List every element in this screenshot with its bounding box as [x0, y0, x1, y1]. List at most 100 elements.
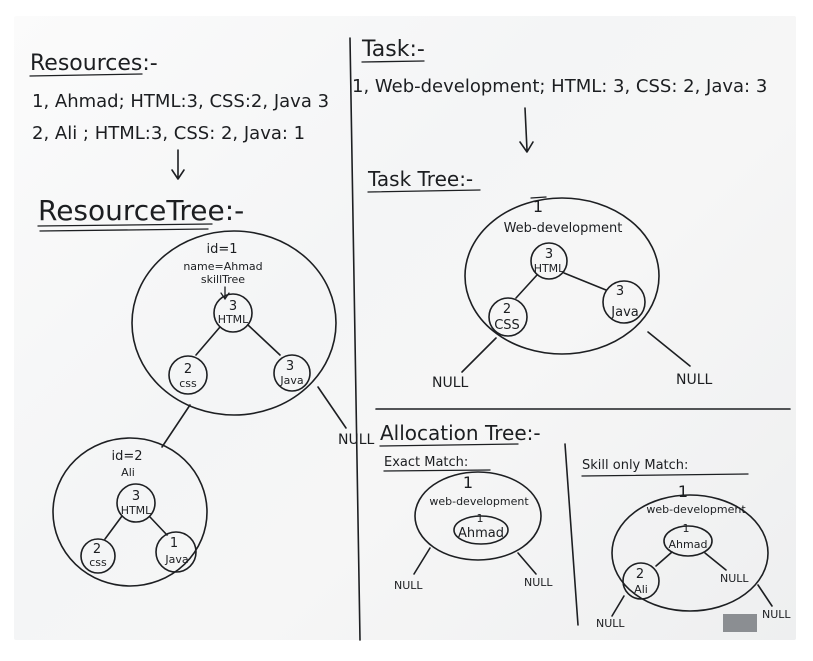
- skill-match-underline: [581, 473, 749, 477]
- task-tree-underline: [367, 189, 481, 193]
- ahmad-html-label: HTML: [218, 313, 249, 326]
- ahmad-css-node: [168, 355, 208, 395]
- resource-edge-ali: [161, 404, 191, 448]
- ali-html-node: [116, 483, 156, 523]
- skill-edge-null-mid: [704, 552, 727, 571]
- task-edge-java: [563, 272, 607, 291]
- ali-html-label: HTML: [121, 504, 152, 517]
- skill-match-name: web-development: [646, 503, 746, 516]
- task-css-num: 2: [503, 302, 511, 317]
- task-heading: Task:-: [361, 37, 425, 62]
- ali-css-num: 2: [93, 542, 101, 557]
- ahmad-java-node: [273, 354, 311, 392]
- skill-null-mid: NULL: [720, 572, 749, 585]
- allocation-underline: [379, 443, 519, 447]
- resource-edge-null: [317, 386, 347, 429]
- ali-html-num: 3: [132, 489, 140, 504]
- skill-null-right: NULL: [762, 608, 791, 621]
- exact-edge-null-left: [413, 547, 431, 575]
- resources-heading: Resources:-: [30, 51, 158, 76]
- task-java-node: [602, 280, 646, 324]
- task-html-node: [530, 242, 568, 280]
- task-html-label: HTML: [534, 262, 565, 275]
- ali-java-num: 1: [170, 536, 178, 551]
- skill-match-res1-name: Ahmad: [669, 538, 708, 551]
- resources-arrow: [171, 149, 185, 180]
- task-tree-node: [464, 197, 660, 355]
- exact-edge-null-right: [517, 552, 537, 575]
- task-html-num: 3: [545, 247, 553, 262]
- skill-edge-null-right: [757, 584, 773, 607]
- task-edge-null-right: [647, 331, 691, 367]
- resource-node-ahmad: [131, 230, 337, 416]
- vertical-divider: [349, 37, 361, 641]
- skill-match-res-ahmad: [663, 525, 713, 557]
- exact-match-title: Exact Match:: [384, 455, 468, 470]
- skill-match-res2-num: 2: [636, 567, 644, 582]
- resource-node-ahmad-id: id=1: [206, 242, 237, 257]
- eraser-smudge: [723, 614, 757, 632]
- resource-line-2: 2, Ali ; HTML:3, CSS: 2, Java: 1: [32, 123, 305, 144]
- ahmad-java-num: 3: [286, 359, 294, 374]
- skill-match-res2-name: Ali: [634, 583, 648, 596]
- ahmad-edge-css: [195, 326, 221, 356]
- task-java-label: Java: [610, 305, 638, 320]
- task-arrow: [519, 107, 534, 153]
- resource-null-right: NULL: [338, 432, 375, 448]
- task-tree-id-underline: [530, 196, 547, 199]
- skill-null-left: NULL: [596, 617, 625, 630]
- exact-match-res-name: Ahmad: [458, 526, 504, 541]
- resource-node-ali-name: Ali: [121, 466, 135, 479]
- resource-node-ahmad-name: name=Ahmad: [183, 260, 262, 273]
- resource-line-1: 1, Ahmad; HTML:3, CSS:2, Java 3: [32, 91, 329, 112]
- resources-underline: [29, 73, 143, 77]
- resource-tree-underline-2: [39, 228, 209, 232]
- exact-match-name: web-development: [429, 495, 529, 508]
- ahmad-css-num: 2: [184, 362, 192, 377]
- task-edge-null-left: [461, 337, 497, 373]
- exact-null-left: NULL: [394, 579, 423, 592]
- exact-match-node: [414, 471, 542, 561]
- ahmad-css-label: css: [179, 377, 197, 390]
- exact-null-right: NULL: [524, 576, 553, 589]
- skill-edge-null-left: [611, 595, 625, 617]
- skill-edge-ali: [655, 551, 673, 567]
- resource-tree-heading: ResourceTree:-: [38, 194, 244, 227]
- ali-edge-css: [104, 515, 123, 540]
- task-tree-name: Web-development: [504, 221, 623, 236]
- resource-node-ahmad-skilltree: skillTree: [201, 273, 245, 286]
- ahmad-html-node: [213, 293, 253, 333]
- exact-match-id: 1: [463, 473, 473, 492]
- skill-match-res1-num: 1: [683, 522, 690, 535]
- skill-match-res-ali: [622, 562, 660, 600]
- task-line-1: 1, Web-development; HTML: 3, CSS: 2, Jav…: [352, 76, 767, 97]
- allocation-heading: Allocation Tree:-: [380, 421, 541, 445]
- task-edge-css: [515, 274, 538, 299]
- resource-node-ali: [52, 437, 208, 587]
- task-css-node: [488, 297, 528, 337]
- skill-match-node: [611, 494, 769, 612]
- ali-css-label: css: [89, 556, 107, 569]
- skill-match-title: Skill only Match:: [582, 458, 688, 473]
- resource-tree-underline-1: [37, 223, 213, 227]
- task-underline: [361, 60, 425, 63]
- task-java-num: 3: [616, 284, 624, 299]
- ahmad-html-num: 3: [229, 299, 237, 314]
- ali-css-node: [80, 538, 116, 574]
- exact-match-resource: [453, 515, 509, 545]
- skill-match-id: 1: [678, 482, 688, 501]
- exact-match-underline: [383, 469, 491, 472]
- task-null-right: NULL: [676, 372, 713, 388]
- ahmad-edge-java: [247, 324, 281, 356]
- task-null-left: NULL: [432, 375, 469, 391]
- ali-java-label: Java: [164, 553, 188, 566]
- task-css-label: CSS: [494, 318, 520, 333]
- ahmad-java-label: Java: [279, 374, 303, 387]
- task-tree-heading: Task Tree:-: [367, 167, 473, 191]
- allocation-divider: [564, 443, 579, 626]
- exact-match-res-num: 1: [477, 512, 484, 525]
- ali-edge-java: [149, 516, 168, 536]
- ali-java-node: [155, 531, 197, 573]
- resource-node-ali-id: id=2: [111, 449, 142, 464]
